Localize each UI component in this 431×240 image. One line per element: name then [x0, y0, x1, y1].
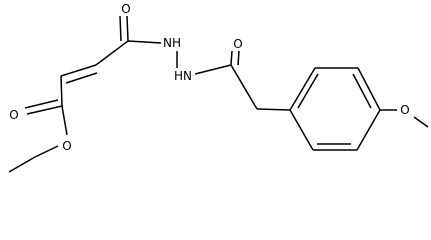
- bond-ester-co-2: [24, 99, 59, 109]
- bond-ethyl-ch3: [8, 156, 36, 173]
- bond-keto-c-nh: [127, 40, 162, 44]
- bond-ring-4: [356, 109, 381, 151]
- atom-nh-upper: NH: [163, 36, 181, 50]
- bond-ch2-ring: [256, 108, 291, 111]
- bond-hn-amide-c: [194, 64, 232, 75]
- molecule-structure: O NH HN O O O O: [8, 2, 429, 173]
- bond-ring-6: [289, 109, 314, 151]
- bond-ch-ch-1: [60, 64, 97, 77]
- atom-hn-lower: HN: [174, 69, 192, 83]
- bond-amide-co-1: [230, 50, 233, 66]
- atom-o-keto: O: [121, 2, 130, 16]
- bond-ch-keto-c: [95, 40, 129, 66]
- bond-ethyl-ch2-o: [34, 145, 59, 158]
- atom-o-methoxy: O: [400, 103, 409, 117]
- atom-o-ester: O: [62, 139, 71, 153]
- bond-ring-inner-1: [297, 73, 319, 109]
- bond-o-ester-c: [61, 105, 68, 136]
- bond-ester-co-1: [26, 105, 63, 115]
- bond-ester-c-ch: [60, 75, 63, 107]
- bond-ring-1: [289, 67, 316, 111]
- bond-keto-co-2: [119, 15, 122, 42]
- bond-amide-co-2: [237, 50, 240, 66]
- bond-ring-3: [357, 67, 381, 111]
- atom-o-amide: O: [233, 37, 242, 51]
- bond-ch-ch-2: [65, 72, 98, 84]
- bond-o-methyl: [413, 116, 429, 128]
- atom-o-carbonyl: O: [9, 108, 18, 122]
- bond-ring-inner-2: [352, 73, 372, 109]
- bond-amide-c-ch2: [230, 64, 258, 110]
- bond-keto-co-1: [126, 15, 129, 42]
